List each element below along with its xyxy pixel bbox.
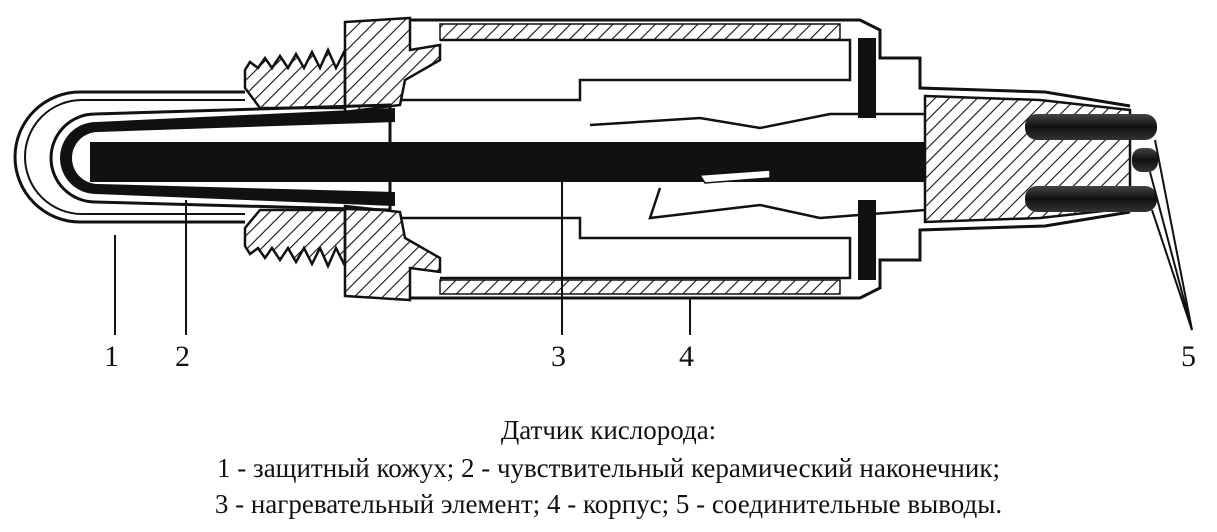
callout-label-4: 4 bbox=[679, 340, 694, 373]
callout-label-3: 3 bbox=[551, 340, 566, 373]
leader-line-5a bbox=[1154, 139, 1193, 331]
connection-wire-top bbox=[1025, 114, 1157, 140]
contact-spring-lower bbox=[648, 187, 926, 220]
connection-wire-middle bbox=[1132, 148, 1158, 172]
protective-shell bbox=[13, 90, 245, 224]
connection-wire-bottom bbox=[1025, 186, 1157, 212]
thread-upper bbox=[243, 46, 347, 110]
housing-sleeve-bottom bbox=[400, 216, 852, 280]
seal-washer-bottom bbox=[858, 200, 876, 280]
caption-line-2: 3 - нагревательный элемент; 4 - корпус; … bbox=[214, 489, 1003, 519]
caption-title: Датчик кислорода: bbox=[500, 415, 717, 445]
housing-hatch-bottom bbox=[439, 279, 841, 295]
heating-element-clip bbox=[698, 169, 771, 184]
callout-label-5: 5 bbox=[1181, 340, 1196, 373]
leader-line-5b bbox=[1149, 171, 1193, 331]
protective-shell-inner bbox=[24, 99, 245, 215]
housing-hatch-top bbox=[439, 23, 841, 41]
leader-line-5c bbox=[1151, 209, 1193, 331]
oxygen-sensor-diagram bbox=[13, 16, 1193, 335]
thread-lower bbox=[243, 208, 347, 270]
hex-body-lower bbox=[343, 204, 442, 302]
housing-bottom bbox=[410, 210, 1131, 300]
callout-label-1: 1 bbox=[104, 340, 119, 373]
caption-line-1: 1 - защитный кожух; 2 - чувствительный к… bbox=[217, 453, 1000, 483]
contact-spring bbox=[589, 112, 925, 130]
housing-top bbox=[410, 18, 1131, 108]
callout-label-2: 2 bbox=[175, 340, 190, 373]
hex-body-upper bbox=[343, 16, 442, 114]
heating-element bbox=[90, 142, 925, 182]
seal-washer-top bbox=[858, 38, 876, 118]
housing-sleeve-top bbox=[400, 38, 852, 102]
ceramic-tip-black bbox=[60, 108, 395, 206]
